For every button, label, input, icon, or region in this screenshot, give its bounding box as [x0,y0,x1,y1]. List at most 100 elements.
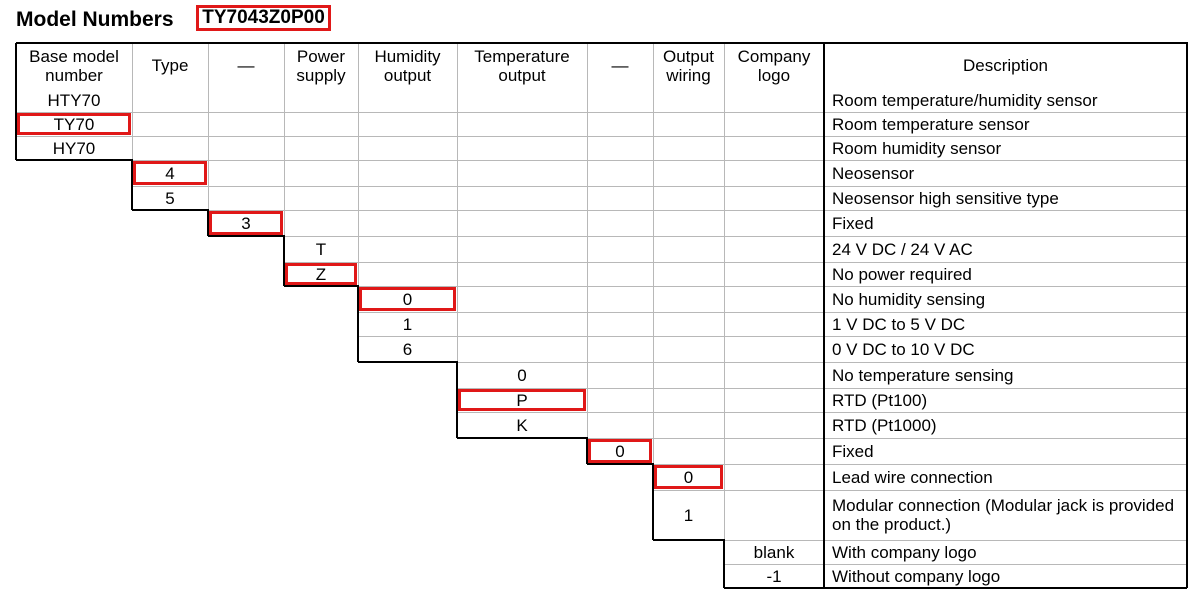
staircase-vline [586,438,588,464]
grid-hline [724,564,1187,565]
grid-hline [457,412,1187,413]
code-cell: HY70 [52,138,96,158]
selection-highlight [588,439,652,463]
code-cell: -1 [766,566,782,586]
grid-hline [132,160,1187,161]
grid-vline [284,43,285,88]
code-cell: HTY70 [47,90,101,110]
description-cell: No temperature sensing [832,365,1014,385]
header-type: Type [151,56,189,75]
model-number-code: TY7043Z0P00 [196,5,331,31]
description-cell: Room temperature sensor [832,114,1030,134]
staircase-mask [0,160,132,186]
code-cell: T [315,239,327,259]
description-cell: Fixed [832,441,874,461]
grid-vline [587,43,588,88]
selection-highlight [285,263,357,285]
staircase-mask [0,210,208,236]
header-company-logo: Company logo [737,46,811,85]
grid-hline [358,312,1187,313]
description-cell: Modular connection (Modular jack is prov… [832,496,1175,534]
description-cell: No humidity sensing [832,289,986,309]
grid-vline [653,43,654,88]
grid-vline [457,43,458,88]
staircase-hline [208,235,285,237]
staircase-vline [357,286,359,362]
description-cell: 0 V DC to 10 V DC [832,339,975,359]
description-cell: Room humidity sensor [832,138,1002,158]
staircase-mask [0,362,457,388]
code-cell: blank [753,542,795,562]
grid-hline [16,136,1187,137]
staircase-hline [653,539,725,541]
border-top [16,42,1188,44]
page-title: Model Numbers [16,8,174,31]
grid-vline [457,88,458,588]
code-cell: 1 [683,505,694,525]
selection-highlight [209,211,283,235]
description-cell: 1 V DC to 5 V DC [832,314,966,334]
staircase-hline [587,463,654,465]
code-cell: K [516,415,528,435]
description-cell: With company logo [832,542,977,562]
code-cell: 6 [402,339,413,359]
description-cell: Neosensor [832,163,915,183]
staircase-hline [358,361,458,363]
header-dash-2: — [611,56,629,75]
grid-hline [284,262,1187,263]
description-cell: 24 V DC / 24 V AC [832,239,973,259]
code-cell: 1 [402,314,413,334]
header-dash-1: — [237,56,255,75]
staircase-mask [0,490,653,540]
border-bottom [724,587,1187,589]
grid-hline [208,210,1187,211]
grid-hline [653,490,1187,491]
staircase-mask [0,438,587,464]
grid-hline [587,438,1187,439]
description-cell: RTD (Pt1000) [832,415,937,435]
grid-vline [587,88,588,588]
description-cell: Without company logo [832,566,1001,586]
border-right [1186,43,1188,588]
staircase-mask [0,236,284,262]
grid-hline [358,286,1187,287]
staircase-mask [0,540,724,564]
header-power-supply: Power supply [296,46,346,85]
staircase-mask [0,464,653,490]
selection-highlight [17,113,131,135]
grid-hline [724,540,1187,541]
code-cell: TY70 [53,114,95,134]
staircase-vline [15,43,17,160]
code-cell: 4 [165,163,175,183]
description-cell: Neosensor high sensitive type [832,188,1059,208]
staircase-mask [0,388,457,412]
selection-highlight [458,389,586,411]
staircase-vline [456,362,458,438]
code-cell: 0 [402,289,413,309]
code-cell: P [516,390,528,410]
staircase-mask [0,312,358,336]
border-description [823,43,825,588]
description-cell: RTD (Pt100) [832,390,928,410]
staircase-hline [16,159,133,161]
staircase-vline [652,464,654,540]
code-cell: Z [315,264,327,284]
code-cell: 0 [517,365,527,385]
header-description: Description [962,56,1049,75]
description-cell: No power required [832,264,972,284]
header-humidity-output: Humidity output [374,46,441,85]
selection-highlight [359,287,456,311]
selection-highlight [133,161,207,185]
staircase-vline [207,210,209,236]
grid-vline [653,88,654,588]
header-output-wiring: Output wiring [662,46,715,85]
header-temperature-output: Temperature output [474,46,570,85]
grid-hline [457,362,1187,363]
staircase-vline [131,160,133,210]
staircase-vline [283,236,285,286]
grid-hline [16,112,1187,113]
code-cell: 5 [165,188,175,208]
code-cell: 0 [615,441,625,461]
staircase-mask [0,286,358,312]
